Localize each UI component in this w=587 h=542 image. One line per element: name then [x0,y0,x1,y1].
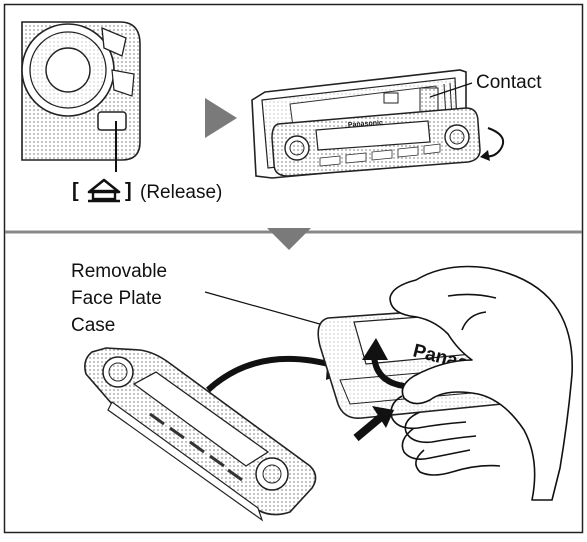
insert-arrow [208,359,336,390]
case-label-line-3: Case [71,314,115,337]
release-label: (Release) [140,181,222,204]
dashboard-closeup [22,22,140,172]
home-release-icon [88,180,120,201]
case-label-line-2: Face Plate [71,287,162,310]
case-label-line-1: Removable [71,260,167,283]
holding-hands [390,267,572,501]
release-button [98,112,126,130]
push-arrow [356,418,380,438]
down-arrow [267,228,311,250]
next-step-arrow [205,98,237,138]
release-close-bracket: ] [125,180,132,203]
loose-face-plate [85,348,316,520]
release-open-bracket: [ [72,180,79,203]
contact-label: Contact [476,71,541,94]
